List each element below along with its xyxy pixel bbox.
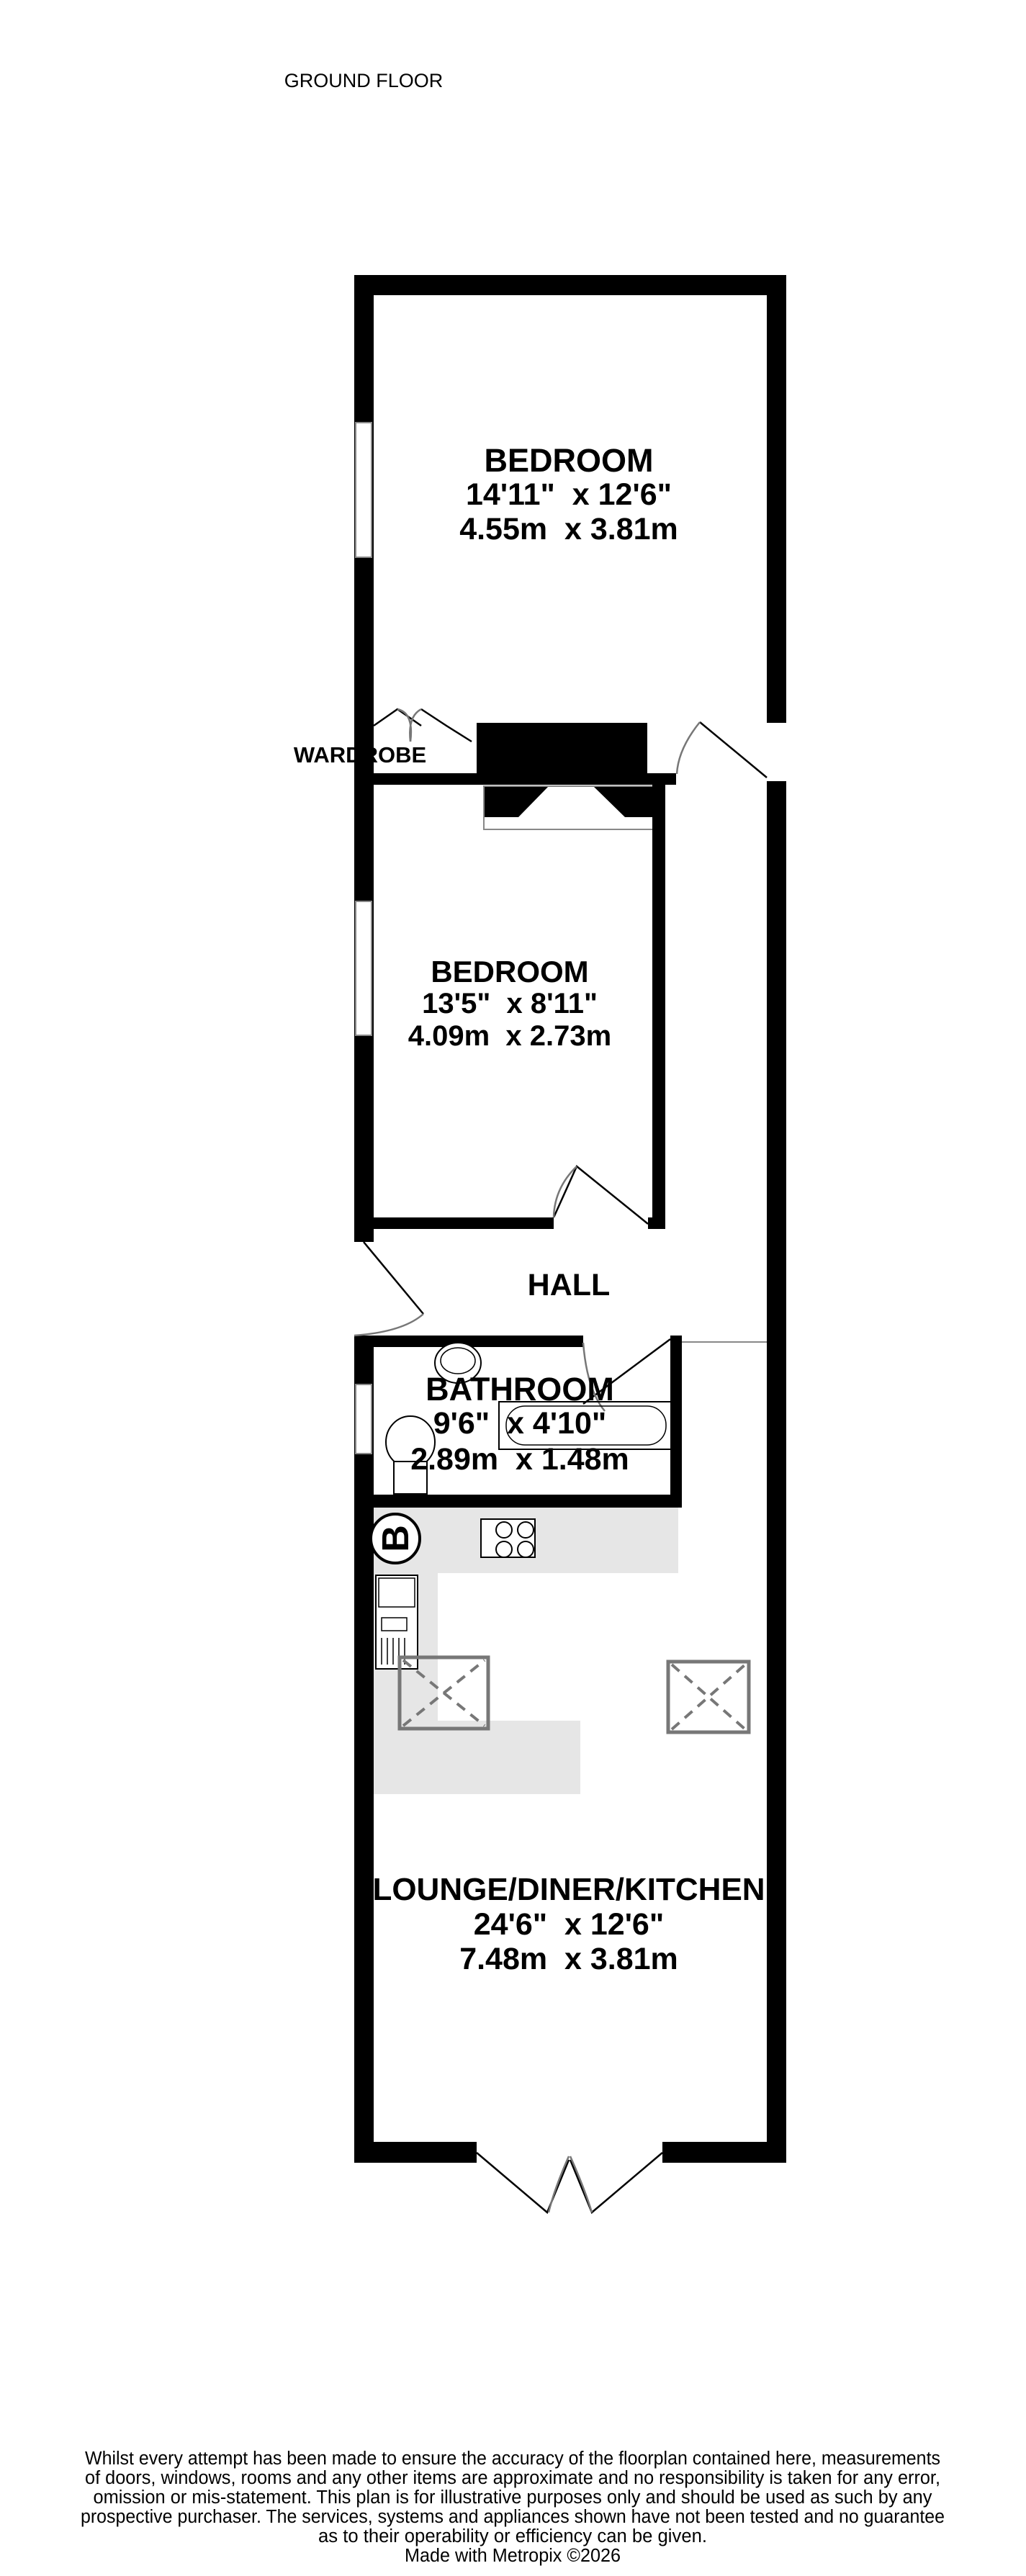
window	[355, 1384, 372, 1454]
svg-text:BEDROOM: BEDROOM	[431, 955, 588, 988]
outer-walls	[354, 275, 786, 2163]
svg-text:LOUNGE/DINER/KITCHEN: LOUNGE/DINER/KITCHEN	[372, 1872, 765, 1907]
svg-text:as to their operability or eff: as to their operability or efficiency ca…	[318, 2526, 707, 2546]
room-label-hall: HALL	[528, 1268, 611, 1302]
svg-text:14'11" x 12'6": 14'11" x 12'6"	[466, 477, 672, 512]
room-label-bedroom-2: BEDROOM 13'5" x 8'11" 4.09m x 2.73m	[408, 955, 611, 1052]
svg-text:13'5" x 8'11": 13'5" x 8'11"	[422, 988, 598, 1019]
svg-text:omission or mis-statement. Thi: omission or mis-statement. This plan is …	[94, 2487, 932, 2508]
svg-text:prospective purchaser. The ser: prospective purchaser. The services, sys…	[81, 2507, 945, 2527]
svg-text:BEDROOM: BEDROOM	[485, 442, 654, 479]
svg-text:BATHROOM: BATHROOM	[426, 1371, 614, 1408]
window	[355, 422, 372, 558]
svg-text:4.09m x 2.73m: 4.09m x 2.73m	[408, 1020, 611, 1052]
hob-icon	[480, 1518, 536, 1558]
svg-text:24'6" x 12'6": 24'6" x 12'6"	[474, 1907, 664, 1942]
skylight-icon	[397, 1655, 490, 1731]
svg-text:9'6" x 4'10": 9'6" x 4'10"	[433, 1406, 607, 1441]
basin-icon	[434, 1342, 482, 1384]
svg-text:B: B	[375, 1525, 417, 1552]
bath-icon	[498, 1401, 672, 1450]
sink-icon	[375, 1575, 418, 1670]
room-label-lounge: LOUNGE/DINER/KITCHEN 24'6" x 12'6" 7.48m…	[372, 1872, 765, 1976]
credit: Made with Metropix ©2026	[405, 2546, 621, 2566]
skylight-icon	[666, 1659, 751, 1734]
svg-text:4.55m x 3.81m: 4.55m x 3.81m	[459, 512, 678, 546]
floor-label: GROUND FLOOR	[284, 70, 444, 91]
svg-text:7.48m x 3.81m: 7.48m x 3.81m	[459, 1942, 678, 1976]
svg-text:Whilst every attempt has been: Whilst every attempt has been made to en…	[85, 2449, 940, 2469]
window	[355, 901, 372, 1036]
doors	[354, 708, 768, 2215]
disclaimer: Whilst every attempt has been made to en…	[81, 2449, 945, 2566]
room-label-bedroom-1: BEDROOM 14'11" x 12'6" 4.55m x 3.81m	[459, 442, 678, 546]
boiler-icon: B	[369, 1513, 421, 1564]
room-label-bathroom: BATHROOM 9'6" x 4'10" 2.89m x 1.48m	[410, 1371, 629, 1477]
svg-text:2.89m x 1.48m: 2.89m x 1.48m	[410, 1442, 629, 1477]
wardrobe-label: WARDROBE	[294, 742, 426, 767]
toilet-icon	[385, 1415, 436, 1495]
svg-text:of doors, windows, rooms and a: of doors, windows, rooms and any other i…	[85, 2468, 940, 2488]
